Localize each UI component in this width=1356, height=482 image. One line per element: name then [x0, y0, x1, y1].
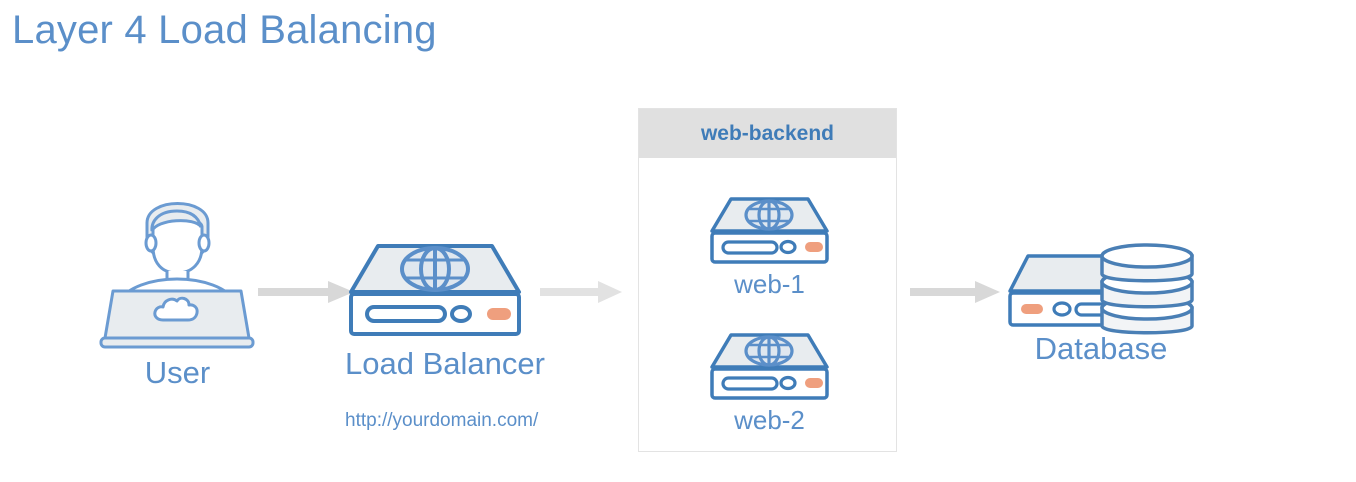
arrow-right-icon [910, 281, 1000, 303]
node-user-label: User [144, 355, 211, 390]
arrow-lb-to-backend [540, 281, 622, 303]
server-globe-icon [349, 244, 521, 336]
server-globe-icon [710, 333, 829, 400]
node-load-balancer-label: Load Balancer [345, 346, 545, 381]
node-web-2-label: web-2 [734, 405, 805, 435]
server-globe-icon [710, 197, 829, 264]
group-web-backend-label: web-backend [700, 121, 835, 145]
arrow-right-icon [540, 281, 622, 303]
arrow-user-to-lb [258, 281, 354, 303]
arrow-backend-to-db [910, 281, 1000, 303]
node-web-2[interactable]: web-2 [707, 333, 832, 435]
node-web-1[interactable]: web-1 [707, 197, 832, 299]
group-web-backend[interactable]: web-backend web-1 [638, 108, 897, 452]
load-balancer-url: http://yourdomain.com/ [345, 410, 539, 431]
arrow-right-icon [258, 281, 354, 303]
node-load-balancer[interactable]: Load Balancer http://yourdomain.com/ [345, 243, 545, 431]
node-database-label: Database [1034, 331, 1168, 366]
node-user[interactable]: User [95, 175, 260, 390]
node-web-1-label: web-1 [734, 269, 805, 299]
user-laptop-cloud-icon [99, 202, 255, 349]
node-database[interactable]: Database [1006, 238, 1196, 366]
group-web-backend-header: web-backend [639, 109, 896, 158]
page-title: Layer 4 Load Balancing [12, 8, 437, 52]
database-disks-icon [1008, 243, 1194, 335]
